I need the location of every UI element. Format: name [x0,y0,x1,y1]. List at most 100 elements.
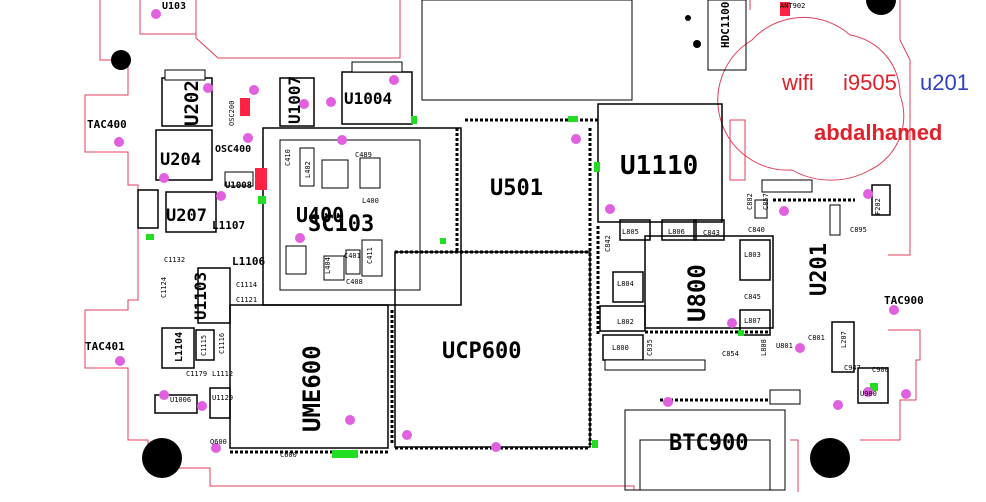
label-c1116: C1116 [218,333,226,354]
label-ume600: UME600 [298,345,326,432]
label-l400: L400 [362,197,379,205]
label-l806: L806 [668,228,685,236]
label-c401: C401 [344,252,361,260]
label-u1110: U1110 [620,151,698,181]
test-point [159,390,169,400]
component-labels: U103 HDC1100 ANT902 TAC400 U202 OSC200 U… [85,1,924,456]
highlight-pads [146,2,878,458]
mounting-hole [685,15,691,21]
test-point [159,173,169,183]
label-l808: L808 [760,339,768,356]
test-points [114,9,911,453]
mounting-hole [111,50,131,70]
label-l1106: L1106 [232,255,265,268]
test-point [115,356,125,366]
label-c1132: C1132 [164,256,185,264]
label-tac900: TAC900 [884,294,924,307]
test-point [345,415,355,425]
label-hdc1100: HDC1100 [719,2,732,48]
label-u400: U400 [296,203,344,227]
test-point [727,318,737,328]
label-ucp600: UCP600 [442,339,521,364]
label-l804: L804 [617,280,634,288]
test-point [491,442,501,452]
mounting-hole [810,438,850,478]
label-tac400: TAC400 [87,118,127,131]
small-part-labels: C1132 C1114 C1121 C1124 C1115 C1116 C117… [160,149,889,459]
test-point [114,137,124,147]
label-ant902: ANT902 [780,2,805,10]
test-point [151,9,161,19]
mounting-holes [111,0,896,478]
label-sc103: SC103 [308,212,374,237]
test-point [863,387,873,397]
label-u1004: U1004 [344,89,392,108]
test-point [863,189,873,199]
label-u202: U202 [181,80,203,126]
label-c842: C842 [604,235,612,252]
label-tac401: TAC401 [85,340,125,353]
label-c600: C600 [280,451,297,459]
label-u1007: U1007 [285,76,304,124]
label-c1124: C1124 [160,277,168,298]
test-point [833,400,843,410]
test-point [249,85,259,95]
label-u201: U201 [807,243,832,296]
annotation-author: abdalhamed [814,120,942,145]
label-c845: C845 [744,293,761,301]
label-u501: U501 [490,176,543,201]
label-l1107: L1107 [212,219,245,232]
mounting-hole [866,0,896,15]
test-point [197,401,207,411]
label-u1129: U1129 [212,394,233,402]
label-c411: C411 [366,247,374,264]
label-q600: Q600 [210,438,227,446]
label-l402: L402 [304,161,312,178]
test-point [299,99,309,109]
label-u1008: U1008 [225,181,252,191]
label-u207: U207 [166,206,207,226]
mounting-hole [693,40,701,48]
label-c854: C854 [722,350,739,358]
test-point [389,75,399,85]
label-c1114: C1114 [236,281,257,289]
label-c840: C840 [748,226,765,234]
label-osc200: OSC200 [228,101,236,126]
annotation-model: i9505 [843,70,897,95]
test-point [243,133,253,143]
label-c835: C835 [646,339,654,356]
label-c895: C895 [850,226,867,234]
label-c410: C410 [284,149,292,166]
label-c1115: C1115 [200,335,208,356]
test-point [889,305,899,315]
label-l802: L802 [617,318,634,326]
test-point [203,83,213,93]
label-c408: C408 [346,278,363,286]
test-point [295,233,305,243]
label-u204: U204 [160,150,201,170]
test-point [605,204,615,214]
label-f202: F202 [874,198,882,215]
test-point [663,397,673,407]
label-c843: C843 [703,229,720,237]
test-point [571,134,581,144]
annotation-part: u201 [920,70,969,95]
label-u1103: U1103 [191,272,210,320]
label-c1121: C1121 [236,296,257,304]
test-point [211,443,221,453]
test-point [326,97,336,107]
label-u1006: U1006 [170,396,191,404]
test-point [337,135,347,145]
label-c489: C489 [355,151,372,159]
label-l800: L800 [612,344,629,352]
label-c947: C947 [844,364,861,372]
test-point [779,206,789,216]
label-l1112: L1112 [212,370,233,378]
label-l207: L207 [840,331,848,348]
label-u103: U103 [162,1,186,12]
label-btc900: BTC900 [669,431,748,456]
capacitor-blocks [164,61,841,405]
test-point [795,343,805,353]
label-osc400: OSC400 [215,144,251,155]
